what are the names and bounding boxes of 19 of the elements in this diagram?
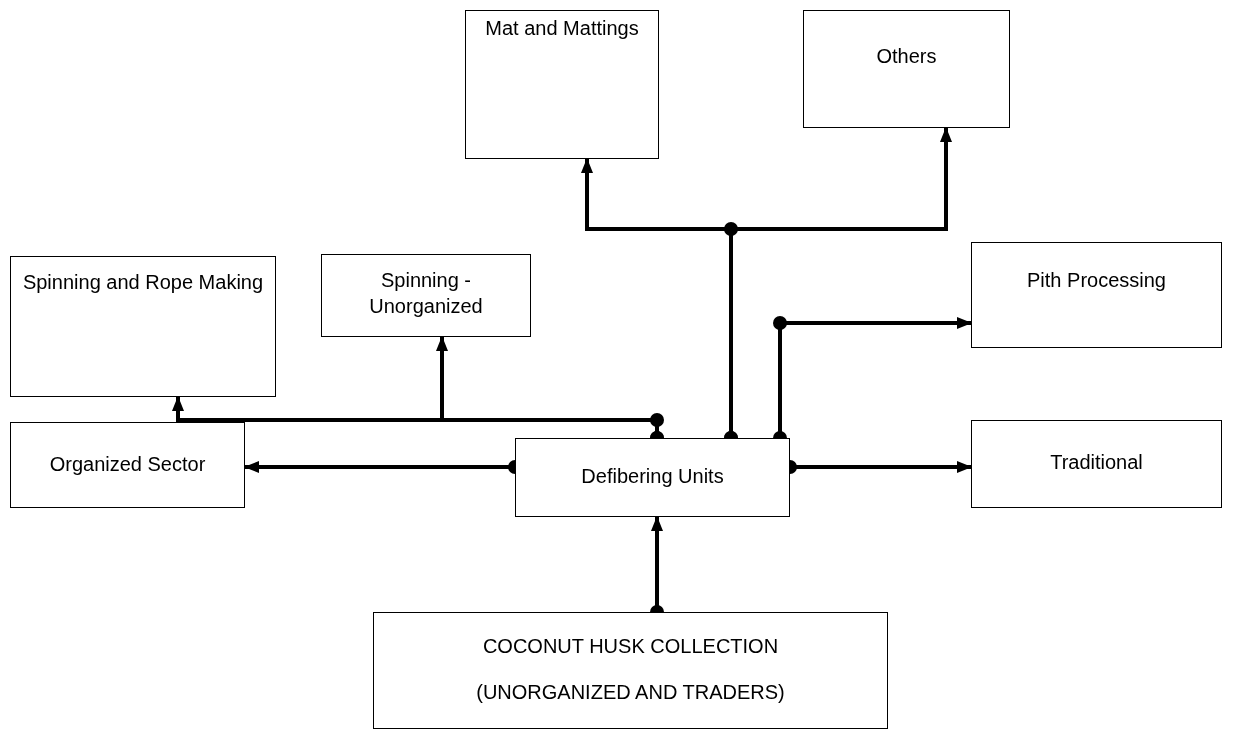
box-label: Defibering Units <box>581 464 724 489</box>
box-label: Spinning and Rope Making <box>22 270 264 295</box>
process-box <box>321 254 531 337</box>
box-label: Organized Sector <box>49 452 206 477</box>
process-box <box>373 612 888 729</box>
process-box <box>803 10 1010 128</box>
box-label: Others <box>876 44 937 69</box>
box-label: Mat and Mattings <box>485 16 639 41</box>
process-box <box>10 422 245 508</box>
box-label: Spinning - Unorganized <box>368 268 484 319</box>
box-label: Pith Processing <box>1027 268 1166 293</box>
process-box <box>971 242 1222 348</box>
box-label: COCONUT HUSK COLLECTION <box>482 634 779 659</box>
process-box <box>10 256 276 397</box>
box-label: (UNORGANIZED AND TRADERS) <box>476 680 785 705</box>
process-box <box>971 420 1222 508</box>
box-label: Traditional <box>1050 450 1143 475</box>
process-box <box>515 438 790 517</box>
process-box <box>465 10 659 159</box>
